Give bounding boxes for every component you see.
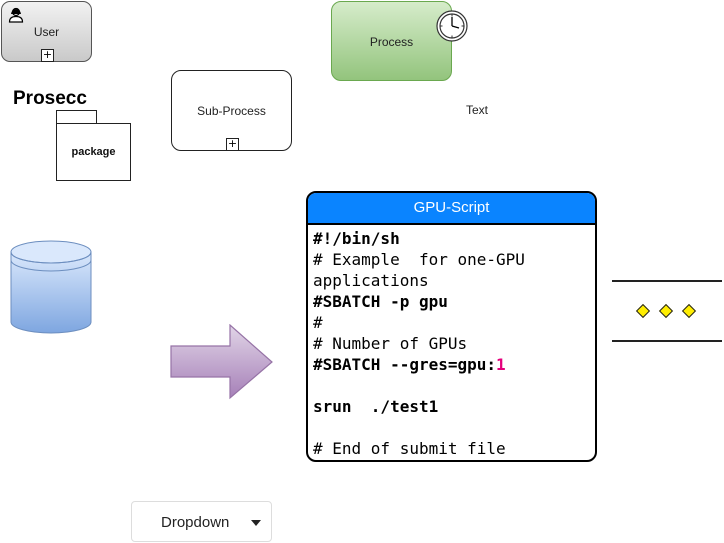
- diagram-heading: Prosecc: [13, 88, 87, 109]
- gpu-script-title: GPU-Script: [308, 193, 595, 225]
- horizontal-line: [612, 340, 722, 342]
- diamond-icon: [635, 303, 651, 319]
- code-text: #SBATCH --gres=gpu:: [313, 355, 497, 374]
- user-task-label: User: [33, 25, 60, 39]
- database-cylinder-icon[interactable]: [10, 239, 94, 335]
- code-line: #SBATCH --gres=gpu:1: [313, 354, 525, 375]
- code-line: #SBATCH -p gpu: [313, 292, 448, 311]
- code-line: #!/bin/sh: [313, 229, 400, 248]
- expand-marker-icon[interactable]: +: [41, 48, 54, 62]
- diamond-icon: [681, 303, 697, 319]
- horizontal-line: [612, 280, 722, 282]
- expand-marker-icon[interactable]: +: [226, 137, 239, 151]
- user-task[interactable]: User +: [1, 1, 92, 62]
- code-line: # End of submit file: [313, 439, 506, 458]
- dropdown-button[interactable]: Dropdown: [131, 501, 272, 542]
- right-arrow-shape[interactable]: [170, 324, 275, 400]
- caret-down-icon: [251, 520, 261, 526]
- code-line: srun ./test1: [313, 397, 439, 416]
- process-task[interactable]: Process: [331, 1, 452, 81]
- process-task-label: Process: [369, 35, 414, 49]
- gpu-script-card[interactable]: GPU-Script #!/bin/sh # Example for one-G…: [306, 191, 597, 462]
- package-tab: [56, 110, 97, 124]
- code-line: applications: [313, 271, 429, 290]
- package-shape[interactable]: package: [56, 123, 131, 181]
- dropdown-label: Dropdown: [161, 514, 230, 531]
- sub-process[interactable]: Sub-Process +: [171, 70, 292, 151]
- diamond-icon: [658, 303, 674, 319]
- code-line: # Example for one-GPU: [313, 250, 525, 269]
- code-line: [313, 375, 525, 396]
- gpu-script-code: #!/bin/sh # Example for one-GPU applicat…: [313, 228, 525, 459]
- gpu-count-value: 1: [496, 355, 506, 374]
- user-icon: [8, 7, 24, 23]
- code-line: # Number of GPUs: [313, 334, 468, 353]
- text-label: Text: [466, 103, 489, 117]
- code-line: #: [313, 313, 323, 332]
- timer-clock-icon: [436, 10, 468, 42]
- code-line: [313, 417, 525, 438]
- sub-process-label: Sub-Process: [197, 104, 266, 118]
- package-label: package: [71, 146, 116, 158]
